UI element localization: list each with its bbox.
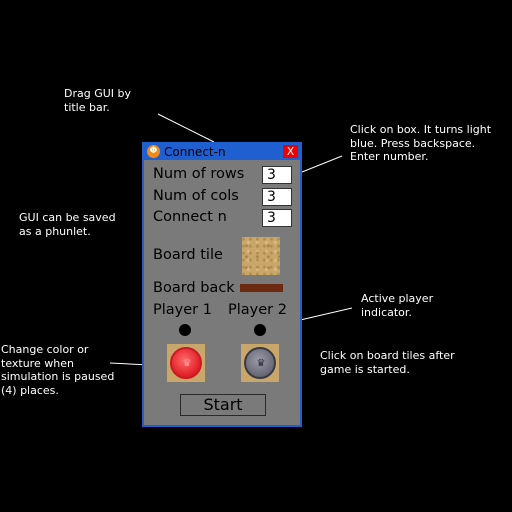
player2-piece-swatch[interactable]: ♛ [241, 344, 279, 382]
note-phunlet: GUI can be saved as a phunlet. [19, 211, 116, 238]
cols-label: Num of cols [153, 188, 239, 204]
start-button[interactable]: Start [180, 394, 266, 416]
window-title: Connect-n [164, 145, 226, 159]
note-click-box: Click on box. It turns light blue. Press… [350, 123, 492, 163]
connect-label: Connect n [153, 209, 227, 225]
board-back-label: Board back [153, 280, 235, 296]
crown-icon: ♛ [182, 358, 192, 369]
arrow-to-title-bar [157, 113, 215, 143]
rows-label: Num of rows [153, 166, 245, 182]
note-active-player: Active player indicator. [361, 292, 434, 319]
close-button[interactable]: X [283, 145, 298, 158]
title-bar[interactable]: Φ Connect-n X [144, 144, 300, 160]
arrow-to-rows-box [296, 155, 343, 175]
rows-input[interactable]: 3 [262, 166, 292, 184]
player1-piece-swatch[interactable]: ♛ [167, 344, 205, 382]
player2-label: Player 2 [228, 302, 287, 318]
note-change-color: Change color or texture when simulation … [1, 343, 115, 397]
board-back-swatch[interactable] [240, 284, 283, 292]
player2-indicator [254, 324, 266, 336]
board-tile-label: Board tile [153, 247, 223, 263]
player1-piece: ♛ [170, 347, 202, 379]
board-tile-swatch[interactable] [242, 237, 280, 275]
connect-n-window: Φ Connect-n X Num of rows 3 Num of cols … [142, 142, 302, 427]
crown-icon: ♛ [256, 358, 266, 369]
cols-input[interactable]: 3 [262, 188, 292, 206]
player2-piece: ♛ [244, 347, 276, 379]
note-drag-gui: Drag GUI by title bar. [64, 87, 132, 114]
player1-label: Player 1 [153, 302, 212, 318]
note-board-tiles: Click on board tiles after game is start… [320, 349, 455, 376]
player1-indicator [179, 324, 191, 336]
app-icon: Φ [147, 145, 160, 158]
connect-input[interactable]: 3 [262, 209, 292, 227]
